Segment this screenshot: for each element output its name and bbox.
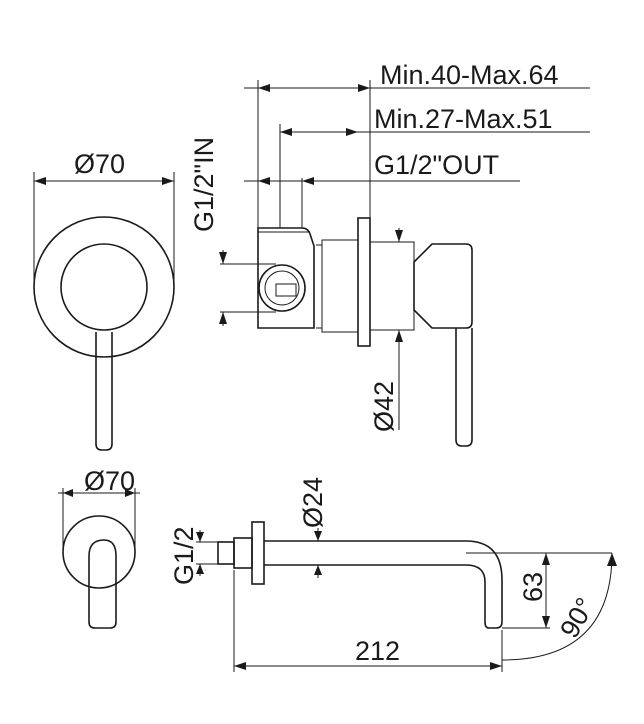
- mixer-front-view: Ø70: [33, 149, 175, 451]
- mixer-plate-circle: [33, 216, 175, 358]
- depth-inner-label: Min.27-Max.51: [374, 104, 553, 134]
- spout-side-view: G1/2 Ø24 63 90° 212: [169, 477, 617, 672]
- spout-height-label: 63: [518, 572, 548, 602]
- spout-dia-label: Ø24: [298, 477, 328, 528]
- mixer-lever: [95, 332, 113, 451]
- depth-total-label: Min.40-Max.64: [380, 60, 559, 90]
- inlet-label: G1/2"IN: [189, 137, 219, 232]
- flange-dia-label: Ø42: [369, 381, 399, 432]
- spout-angle-label: 90°: [554, 593, 600, 643]
- spout-length-label: 212: [355, 636, 400, 666]
- spout-front-view: Ø70: [58, 466, 140, 629]
- spout-thread-label: G1/2: [169, 526, 199, 585]
- mixer-side-view: G1/2"IN Min.40-Max.64 Min.27-Max.51 G1/2…: [189, 60, 590, 447]
- bottom-front-dia-label: Ø70: [84, 466, 135, 496]
- top-front-dia-label: Ø70: [74, 149, 125, 179]
- outlet-label: G1/2"OUT: [374, 150, 499, 180]
- mixer-handle-circle: [60, 243, 148, 331]
